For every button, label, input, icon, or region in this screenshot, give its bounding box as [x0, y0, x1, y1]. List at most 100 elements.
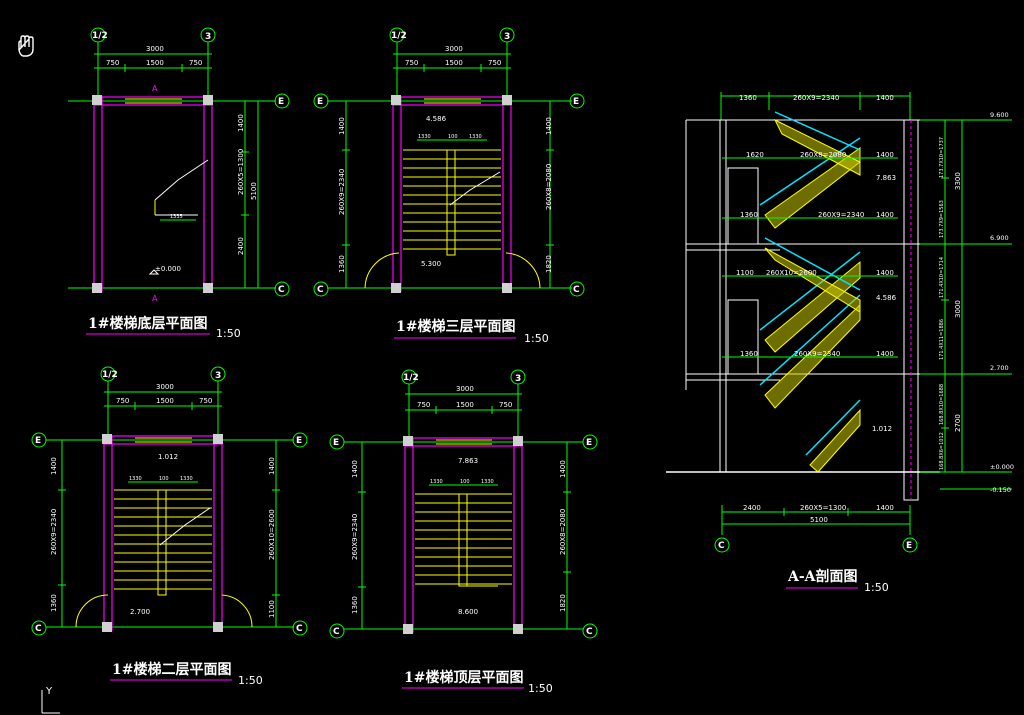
svg-text:1100: 1100 — [736, 269, 754, 277]
svg-text:171.4X10=1714: 171.4X10=1714 — [939, 257, 945, 298]
svg-text:5100: 5100 — [250, 182, 258, 200]
svg-text:1620: 1620 — [746, 151, 764, 159]
svg-text:3: 3 — [504, 32, 510, 42]
svg-text:1400: 1400 — [545, 117, 553, 135]
stair-flights — [759, 111, 861, 473]
svg-text:750: 750 — [189, 59, 202, 67]
svg-text:1400: 1400 — [876, 211, 894, 219]
plan-title: 1#楼梯二层平面图 — [112, 661, 231, 678]
svg-text:1820: 1820 — [545, 255, 553, 273]
svg-text:E: E — [586, 438, 592, 448]
handrail — [759, 294, 861, 386]
level-label: 8.600 — [458, 608, 478, 616]
axis-bubble: E — [274, 93, 290, 109]
svg-text:E: E — [333, 438, 339, 448]
svg-text:E: E — [35, 436, 41, 446]
axis-bubble: C — [569, 281, 585, 297]
svg-text:260X8=2080: 260X8=2080 — [545, 164, 553, 210]
section-title: A-A剖面图 — [787, 568, 858, 585]
handrail — [805, 399, 861, 456]
svg-text:260X5=1300: 260X5=1300 — [800, 504, 846, 512]
axis-bubble: E — [582, 434, 598, 450]
level-label: 1.012 — [158, 453, 178, 461]
svg-text:C: C — [586, 627, 593, 637]
svg-text:173.7X9=1563: 173.7X9=1563 — [939, 200, 945, 238]
svg-text:750: 750 — [405, 59, 418, 67]
axis-bubble: E — [292, 432, 308, 448]
svg-text:C: C — [296, 624, 303, 634]
handrail — [759, 251, 861, 331]
section-mark: A — [152, 294, 158, 303]
svg-text:100: 100 — [159, 476, 169, 482]
svg-text:1330: 1330 — [418, 134, 431, 140]
ucs-y-axis-icon: Y — [41, 686, 60, 714]
svg-text:E: E — [906, 541, 912, 551]
axis-bubble: C — [313, 281, 329, 297]
svg-text:1330: 1330 — [469, 134, 482, 140]
svg-text:1400: 1400 — [876, 269, 894, 277]
stair-flight — [773, 118, 861, 176]
svg-text:3: 3 — [515, 374, 521, 384]
axis-bubble: 3 — [499, 27, 515, 43]
svg-text:1400: 1400 — [876, 151, 894, 159]
svg-text:2400: 2400 — [743, 504, 761, 512]
svg-text:1360: 1360 — [740, 211, 758, 219]
svg-text:1400: 1400 — [237, 114, 245, 132]
svg-text:1820: 1820 — [559, 594, 567, 612]
svg-text:1400: 1400 — [268, 457, 276, 475]
scale-label: 1:50 — [216, 327, 241, 340]
axis-bubble: 1/2 — [100, 366, 118, 382]
handrail — [759, 137, 861, 206]
svg-text:C: C — [317, 285, 324, 295]
svg-text:3: 3 — [205, 32, 211, 42]
svg-text:260X9=2340: 260X9=2340 — [50, 509, 58, 555]
svg-text:100: 100 — [448, 134, 458, 140]
svg-text:1360: 1360 — [740, 350, 758, 358]
svg-text:260X5=1300: 260X5=1300 — [237, 149, 245, 195]
handrail — [764, 237, 861, 291]
svg-text:1500: 1500 — [456, 401, 474, 409]
svg-text:1500: 1500 — [146, 59, 164, 67]
svg-text:1/2: 1/2 — [403, 373, 419, 383]
svg-text:1400: 1400 — [876, 350, 894, 358]
level-mark: 6.900 — [990, 234, 1009, 242]
svg-text:1400: 1400 — [351, 460, 359, 478]
svg-text:E: E — [317, 97, 323, 107]
level-label: 4.586 — [426, 115, 447, 123]
svg-text:1/2: 1/2 — [391, 31, 407, 41]
svg-text:5100: 5100 — [810, 516, 828, 524]
svg-text:260X9=2340: 260X9=2340 — [351, 514, 359, 560]
plan-title: 1#楼梯顶层平面图 — [404, 669, 523, 686]
plan-ground-floor: 1/2 3 3000 750 1500 750 E C A A 1400 260… — [68, 27, 290, 303]
svg-text:2400: 2400 — [237, 237, 245, 255]
hand-pan-icon[interactable] — [18, 35, 34, 57]
scale-label: 1:50 — [238, 674, 263, 687]
svg-text:260X8=2080: 260X8=2080 — [800, 151, 846, 159]
stair-treads — [415, 493, 512, 585]
svg-text:260X8=2080: 260X8=2080 — [559, 509, 567, 555]
level-label: 4.586 — [876, 294, 897, 302]
level-label: 1.012 — [872, 425, 892, 433]
svg-text:E: E — [278, 97, 284, 107]
stair-treads — [114, 489, 212, 590]
axis-bubble: C — [31, 620, 47, 636]
section-mark: A — [152, 84, 158, 93]
svg-text:1500: 1500 — [156, 397, 174, 405]
scale-label: 1:50 — [524, 332, 549, 345]
svg-text:260X10=2600: 260X10=2600 — [766, 269, 817, 277]
svg-text:1330: 1330 — [481, 479, 494, 485]
ucs-label: Y — [45, 686, 53, 697]
svg-text:260X10=2600: 260X10=2600 — [268, 509, 276, 560]
svg-text:750: 750 — [488, 59, 501, 67]
svg-text:1330: 1330 — [180, 476, 193, 482]
axis-bubble: E — [313, 93, 329, 109]
svg-text:1400: 1400 — [50, 457, 58, 475]
svg-text:260X9=2340: 260X9=2340 — [338, 169, 346, 215]
level-mark: 2.700 — [990, 364, 1009, 372]
plan-title: 1#楼梯底层平面图 — [88, 315, 207, 332]
svg-text:3000: 3000 — [445, 45, 463, 53]
level-mark: ±0.000 — [990, 463, 1014, 471]
svg-text:750: 750 — [499, 401, 512, 409]
svg-text:260X9=2340: 260X9=2340 — [794, 350, 840, 358]
drawing-titles: 1#楼梯底层平面图 1:50 1#楼梯三层平面图 1:50 1#楼梯二层平面图 … — [86, 315, 889, 695]
